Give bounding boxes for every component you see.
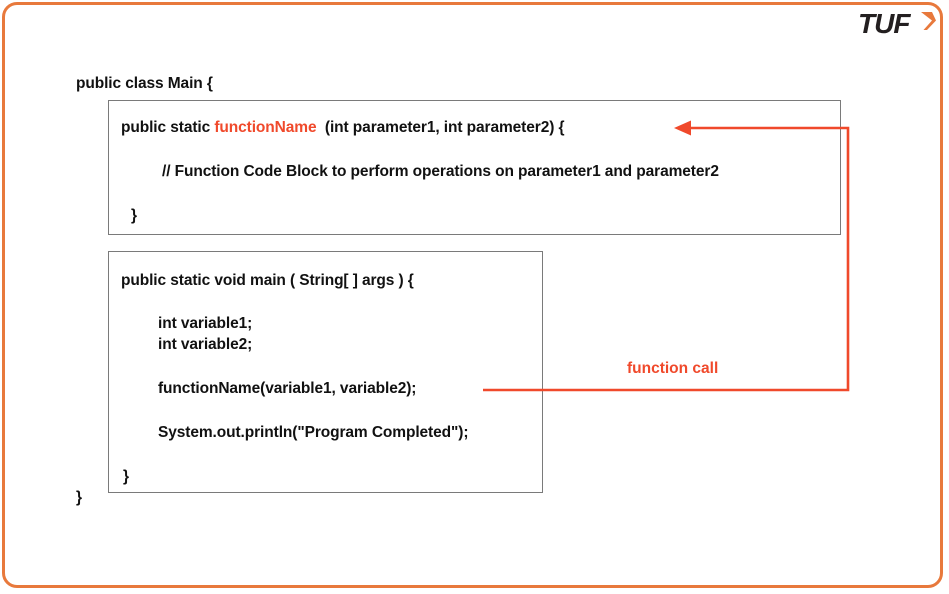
tuf-logo: TUF [858,9,938,41]
chevron-right-icon [921,12,936,30]
function-signature-line: public static functionName (int paramete… [121,119,565,137]
tuf-logo-text: TUF [858,8,910,39]
function-closing-brace: } [131,207,137,224]
main-method-box [108,251,543,493]
function-body-comment: // Function Code Block to perform operat… [162,163,719,180]
main-variable1-line: int variable1; [158,315,253,332]
function-call-label: function call [627,360,719,377]
function-name-token: functionName [214,119,317,136]
main-closing-brace: } [123,468,129,485]
main-variable2-line: int variable2; [158,336,253,353]
main-signature-line: public static void main ( String[ ] args… [121,272,414,289]
class-header-line: public class Main { [76,75,213,92]
function-signature-suffix: (int parameter1, int parameter2) { [316,119,565,136]
main-println-line: System.out.println("Program Completed"); [158,424,469,441]
function-signature-prefix: public static [121,119,215,136]
class-closing-brace: } [76,489,82,506]
function-call-line: functionName(variable1, variable2); [158,380,417,397]
